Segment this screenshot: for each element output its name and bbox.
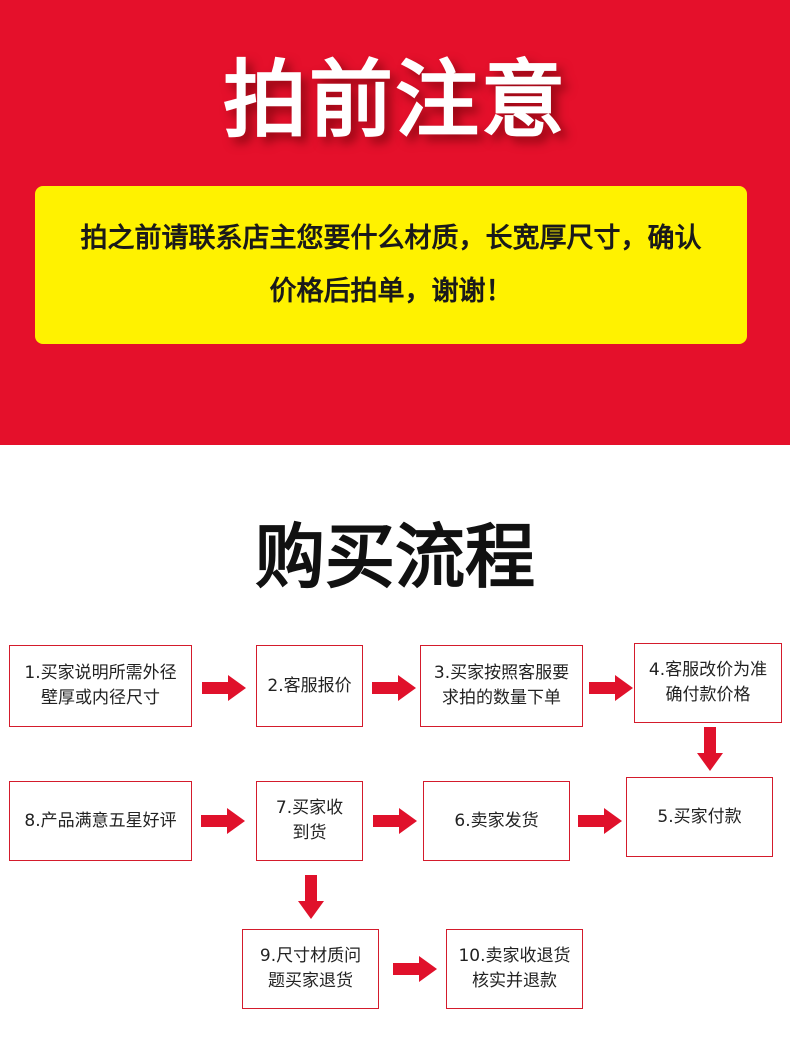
notice-box: 拍之前请联系店主您要什么材质，长宽厚尺寸，确认 价格后拍单，谢谢！: [35, 186, 747, 344]
step-3-line-1: 3.买家按照客服要: [433, 663, 570, 683]
step-9-line-1: 9.尺寸材质问: [259, 946, 362, 966]
step-8-line-1: 8.产品满意五星好评: [24, 810, 177, 831]
step-3-line-2: 求拍的数量下单: [441, 688, 561, 708]
step-7-line-2: 到货: [292, 823, 327, 843]
step-10-box: 10.卖家收退货核实并退款: [446, 929, 583, 1009]
step-5-line-1: 5.买家付款: [657, 806, 742, 827]
step-2-box: 2.客服报价: [256, 645, 363, 727]
step-10-line-1: 10.卖家收退货: [458, 946, 571, 966]
arrow-icon: [589, 675, 633, 701]
step-10-line-2: 核实并退款: [471, 971, 557, 991]
step-1-line-2: 壁厚或内径尺寸: [40, 688, 160, 708]
step-6-box: 6.卖家发货: [423, 781, 570, 861]
step-8-box: 8.产品满意五星好评: [9, 781, 192, 861]
arrow-icon: [578, 808, 622, 834]
banner-title: 拍前注意: [222, 51, 567, 149]
step-2-line-1: 2.客服报价: [267, 675, 352, 696]
notice-line-1: 拍之前请联系店主您要什么材质，长宽厚尺寸，确认: [80, 223, 702, 254]
step-7-box: 7.买家收到货: [256, 781, 363, 861]
notice-text: 拍之前请联系店主您要什么材质，长宽厚尺寸，确认 价格后拍单，谢谢！: [81, 212, 702, 318]
step-1-line-1: 1.买家说明所需外径: [24, 663, 177, 683]
step-4-box: 4.客服改价为准确付款价格: [634, 643, 782, 723]
process-title: 购买流程: [255, 516, 535, 598]
header-banner: 拍前注意 拍之前请联系店主您要什么材质，长宽厚尺寸，确认 价格后拍单，谢谢！: [0, 0, 790, 445]
arrow-icon: [201, 808, 245, 834]
step-6-line-1: 6.卖家发货: [454, 810, 539, 831]
step-3-box: 3.买家按照客服要求拍的数量下单: [420, 645, 583, 727]
notice-line-2: 价格后拍单，谢谢！: [269, 276, 513, 307]
arrow-icon: [373, 808, 417, 834]
arrow-icon: [298, 875, 324, 919]
step-7-line-1: 7.买家收: [275, 798, 344, 818]
arrow-icon: [202, 675, 246, 701]
arrow-icon: [393, 956, 437, 982]
step-4-line-2: 确付款价格: [665, 685, 751, 705]
step-5-box: 5.买家付款: [626, 777, 773, 857]
step-9-line-2: 题买家退货: [267, 971, 353, 991]
step-1-box: 1.买家说明所需外径壁厚或内径尺寸: [9, 645, 192, 727]
arrow-icon: [372, 675, 416, 701]
step-9-box: 9.尺寸材质问题买家退货: [242, 929, 379, 1009]
arrow-icon: [697, 727, 723, 771]
step-4-line-1: 4.客服改价为准: [648, 660, 768, 680]
